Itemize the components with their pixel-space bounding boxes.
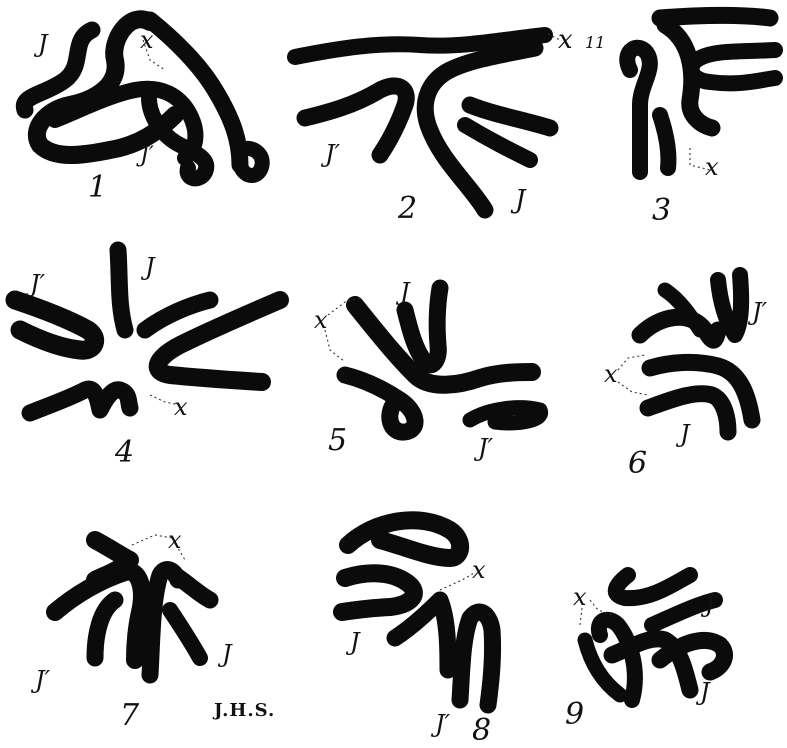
figure-2: x 11 J′ J 2 [295, 25, 605, 226]
figure-4-chromosome-j-prime [15, 300, 95, 350]
figure-3-number: 3 [652, 193, 671, 228]
figure-2-label-x: x [558, 25, 573, 55]
figure-5-label-j: J [395, 278, 411, 306]
figure-2-label-j: J [510, 185, 527, 215]
figure-1-number: 1 [88, 170, 107, 205]
figure-4-label-x: x [174, 393, 188, 421]
figure-2-number: 2 [397, 191, 417, 226]
figure-2-chromosome-left [305, 86, 406, 155]
figure-7-label-j-prime: J′ [30, 666, 51, 694]
figure-8-leader-x [440, 572, 476, 590]
figure-5: x J J′ 5 [314, 278, 541, 462]
figure-3-chromosome-hook [627, 48, 650, 172]
figure-4-label-j: J [140, 253, 156, 281]
figure-3-chromosome-middle [691, 50, 775, 83]
figure-2-label-extra: 11 [585, 33, 605, 52]
figure-9-number: 9 [565, 697, 584, 732]
figure-2-chromosome-j [470, 105, 550, 128]
figure-5-chromosome-loop [345, 375, 415, 432]
figure-3-chromosome-j [660, 115, 668, 168]
figure-8-chromosomes [342, 520, 493, 705]
figure-6-leader-x-lower [618, 382, 648, 395]
figure-5-label-j-prime: J′ [473, 434, 494, 462]
figure-7-number: 7 [120, 698, 140, 733]
figure-7-chromosome-right [175, 575, 210, 600]
figure-2-chromosomes [295, 35, 550, 210]
figure-9-label-x: x [573, 583, 587, 611]
figure-1-chromosome-end-loop [240, 148, 262, 175]
figure-8-label-j: J [345, 628, 361, 656]
figure-4-number: 4 [114, 435, 134, 470]
figure-4-label-j-prime: J′ [25, 270, 46, 298]
figure-8-chromosome-right [460, 612, 493, 705]
figure-3-label-x: x [705, 153, 719, 181]
figure-4-chromosome-bottom [30, 389, 130, 413]
figure-6-chromosomes [640, 275, 752, 432]
figure-8-number: 8 [472, 713, 491, 748]
figure-8-chromosome-top-arc [348, 520, 460, 558]
figure-6-label-j: J [675, 420, 691, 448]
figure-7-chromosomes [55, 540, 210, 675]
figure-6-label-x: x [604, 360, 618, 388]
figure-1-label-j: J [33, 30, 49, 58]
figure-9-chromosome-top [616, 575, 690, 598]
figure-6-chromosome-hook-right [718, 275, 741, 335]
figure-6-label-j-prime: J′ [747, 298, 768, 326]
figure-8: x J J′ 8 [342, 520, 493, 748]
figure-4-chromosome-j [118, 250, 125, 330]
figure-7: x J′ J 7 [30, 526, 233, 733]
figure-5-chromosome-j-prime [470, 408, 541, 423]
figure-4: J′ J x 4 [15, 250, 280, 470]
figure-6: x J′ J 6 [604, 275, 768, 481]
figure-5-label-x: x [314, 306, 328, 334]
figure-6-number: 6 [628, 446, 647, 481]
figure-6-leader-x [618, 355, 645, 370]
figure-5-chromosome-j [405, 288, 440, 365]
figure-5-chromosomes [345, 288, 541, 432]
figure-2-label-j-prime: J′ [320, 140, 341, 168]
figure-8-chromosome-left [342, 573, 414, 612]
figure-7-chromosome-left-inner [95, 600, 115, 658]
figure-3: x 3 [627, 15, 775, 228]
figure-5-leader-x-lower [325, 330, 345, 362]
figure-3-chromosomes [627, 15, 775, 172]
figure-9: x J′ J 9 [565, 575, 725, 732]
figure-3-chromosome-top [660, 15, 770, 18]
artist-signature: J.H.S. [212, 700, 275, 721]
figure-1-label-x: x [140, 26, 154, 54]
figure-2-chromosome-right [465, 125, 530, 160]
figure-5-number: 5 [328, 423, 347, 458]
figure-7-label-x: x [168, 526, 182, 554]
figure-7-chromosome-j [170, 610, 200, 658]
figure-1: J x J′ 1 [24, 19, 262, 205]
figure-8-label-j-prime: J′ [430, 710, 451, 738]
figure-7-label-j: J [217, 640, 233, 668]
figure-8-label-x: x [472, 556, 486, 584]
